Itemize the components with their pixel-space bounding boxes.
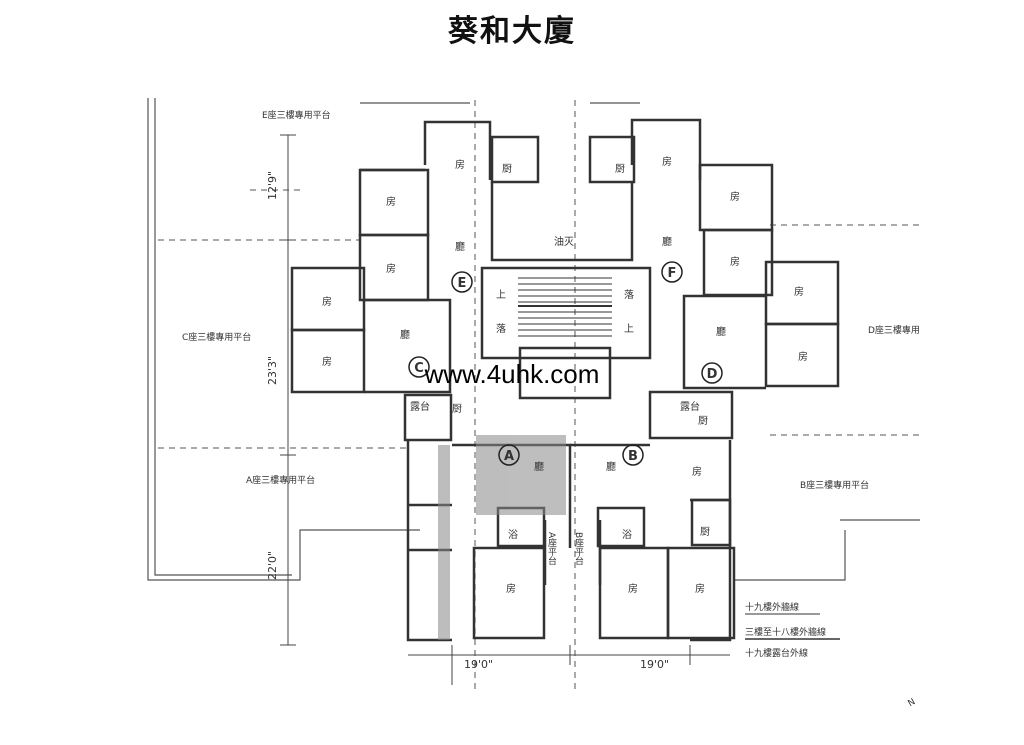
block-f-label: F <box>668 266 677 281</box>
block-d-label: D <box>707 367 718 382</box>
terrace-a-small-note: A座平台 <box>546 532 557 566</box>
dimension-lines <box>280 134 730 685</box>
dashed-lines <box>158 100 920 690</box>
watermark: www.4uhk.com <box>424 359 600 389</box>
stair-down-label: 落 <box>624 289 634 301</box>
bedroom-label: 房 <box>506 582 516 595</box>
dim-bottom-height: 22'0" <box>266 551 279 580</box>
kitchen-label: 厨 <box>700 526 710 538</box>
bath-label: 浴 <box>622 529 632 541</box>
terrace-b-small-note: B座平台 <box>573 532 584 566</box>
terrace-d-note: D座三樓專用 <box>868 324 920 336</box>
block-c-label: C <box>414 361 424 376</box>
block-a-label: A <box>504 449 514 464</box>
living-label: 廳 <box>716 325 726 338</box>
bedroom-label: 房 <box>798 350 808 363</box>
dim-width-left: 19'0" <box>464 658 493 671</box>
bedroom-label: 房 <box>386 262 396 275</box>
dim-width-right: 19'0" <box>640 658 669 671</box>
kitchen-label: 厨 <box>452 403 462 415</box>
bedroom-label: 房 <box>730 190 740 203</box>
kitchen-label: 厨 <box>615 163 625 175</box>
dim-top-height: 12'9" <box>266 171 279 200</box>
building-walls <box>290 118 840 642</box>
bedroom-label: 房 <box>692 465 702 478</box>
block-b-label: B <box>628 449 638 464</box>
legend: 十九樓外牆線 三樓至十八樓外牆線 十九樓露台外線 <box>745 601 840 659</box>
terrace-b-note: B座三樓專用平台 <box>800 479 869 491</box>
legend-item: 十九樓露台外線 <box>745 647 808 659</box>
textured-area <box>438 435 566 640</box>
terrace-outlines <box>147 98 920 581</box>
bedroom-label: 房 <box>455 158 465 171</box>
kitchen-label: 厨 <box>698 415 708 427</box>
page-title: 葵和大廈 <box>448 14 576 49</box>
lobby-label: 油灭 <box>554 235 574 248</box>
terrace-e-note: E座三樓專用平台 <box>262 109 331 121</box>
living-label: 廳 <box>534 460 544 473</box>
staircase <box>518 277 612 337</box>
bedroom-label: 房 <box>794 285 804 298</box>
living-label: 廳 <box>400 328 410 341</box>
bedroom-label: 房 <box>695 582 705 595</box>
living-label: 廳 <box>662 235 672 248</box>
bedroom-label: 房 <box>662 155 672 168</box>
kitchen-label: 厨 <box>502 163 512 175</box>
stair-up-label: 上 <box>496 289 506 301</box>
bedroom-label: 房 <box>730 255 740 268</box>
north-arrow: N <box>907 697 918 709</box>
bedroom-label: 房 <box>628 582 638 595</box>
living-label: 廳 <box>606 460 616 473</box>
bedroom-label: 房 <box>386 195 396 208</box>
dim-mid-height: 23'3" <box>266 356 279 385</box>
living-label: 廳 <box>455 240 465 253</box>
bath-label: 浴 <box>508 529 518 541</box>
stair-up-label: 上 <box>624 323 634 335</box>
block-e-label: E <box>458 276 467 291</box>
terrace-a-note: A座三樓專用平台 <box>246 474 315 486</box>
stair-down-label: 落 <box>496 323 506 335</box>
legend-item: 十九樓外牆線 <box>745 601 799 613</box>
balcony-label: 露台 <box>410 400 430 413</box>
legend-item: 三樓至十八樓外牆線 <box>745 626 826 638</box>
block-markers <box>408 261 723 466</box>
bedroom-label: 房 <box>322 355 332 368</box>
terrace-c-note: C座三樓專用平台 <box>182 331 251 343</box>
balcony-label: 露台 <box>680 400 700 413</box>
bedroom-label: 房 <box>322 295 332 308</box>
